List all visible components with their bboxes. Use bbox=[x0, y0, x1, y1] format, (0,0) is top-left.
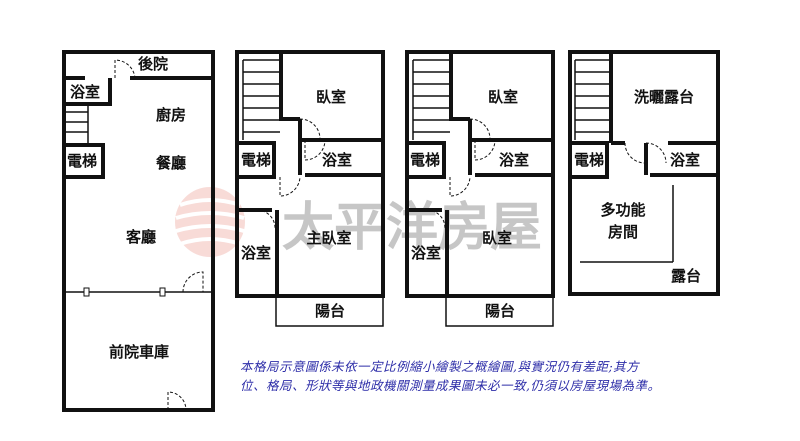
floor-3-plan bbox=[405, 50, 555, 327]
room-multi-purpose-line2: 房間 bbox=[608, 223, 638, 241]
room-bath: 浴室 bbox=[241, 244, 271, 262]
room-balcony: 陽台 bbox=[315, 302, 345, 320]
watermark-text: 太平洋房屋 bbox=[282, 197, 542, 258]
disclaimer-line-1: 本格局示意圖係未依一定比例縮小繪製之概繪圖,與實況仍有差距;其方 bbox=[240, 359, 640, 374]
room-bath: 浴室 bbox=[411, 244, 441, 262]
floor-4-plan bbox=[568, 50, 720, 296]
room-bedroom: 臥室 bbox=[488, 88, 518, 106]
watermark-logo-icon bbox=[175, 187, 245, 257]
room-bath: 浴室 bbox=[499, 151, 529, 169]
room-bedroom: 臥室 bbox=[482, 229, 512, 247]
room-balcony: 陽台 bbox=[485, 302, 515, 320]
room-front-garage: 前院車庫 bbox=[109, 343, 169, 361]
elevator: 電梯 bbox=[67, 152, 97, 170]
room-bedroom: 臥室 bbox=[316, 88, 346, 106]
room-kitchen: 廚房 bbox=[156, 106, 186, 124]
room-multi-purpose-line1: 多功能 bbox=[600, 201, 645, 219]
floor-2-plan bbox=[235, 50, 385, 327]
room-bath: 浴室 bbox=[322, 151, 352, 169]
floor-1-plan bbox=[62, 50, 215, 412]
elevator: 電梯 bbox=[574, 151, 604, 169]
disclaimer-line-2: 位、格局、形狀等與地政機關測量成果圖未必一致,仍須以房屋現場為準。 bbox=[240, 378, 661, 393]
room-dining: 餐廳 bbox=[156, 154, 186, 172]
room-back-yard: 後院 bbox=[137, 55, 168, 73]
room-master-bedroom: 主臥室 bbox=[306, 229, 351, 247]
room-living: 客廳 bbox=[125, 228, 156, 246]
room-laundry-terrace: 洗曬露台 bbox=[634, 88, 694, 106]
elevator: 電梯 bbox=[410, 151, 440, 169]
room-terrace: 露台 bbox=[671, 267, 701, 285]
room-bath: 浴室 bbox=[70, 83, 100, 101]
elevator: 電梯 bbox=[241, 151, 271, 169]
room-bath: 浴室 bbox=[670, 151, 700, 169]
